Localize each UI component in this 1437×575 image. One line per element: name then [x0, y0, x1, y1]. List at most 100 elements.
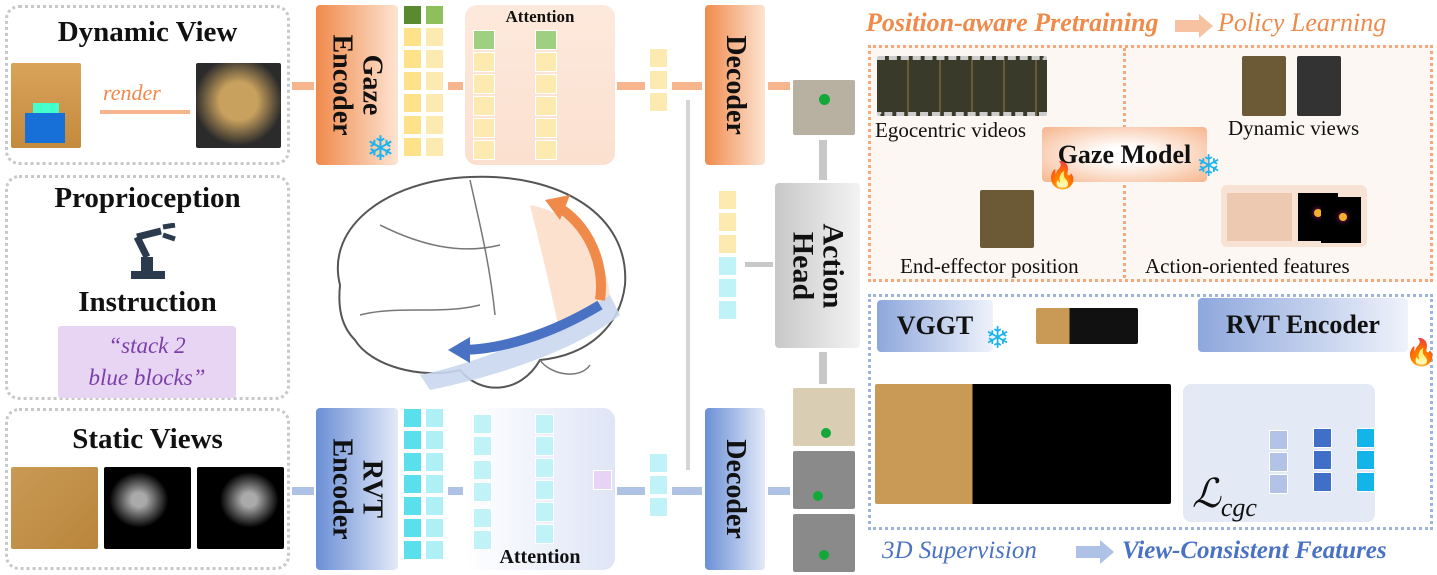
brain-illustration	[337, 175, 627, 390]
robot-arm-icon	[131, 223, 176, 279]
gaze-encoder-line1: Gaze	[357, 54, 389, 116]
gaze-output-image	[793, 80, 855, 135]
gaze-encoder-line2: Encoder	[327, 34, 359, 136]
rvt-feature-column-1	[403, 408, 422, 560]
dynamic-views-image-1	[1242, 56, 1286, 116]
footer-arrow-head	[1100, 540, 1114, 564]
instruction-text-box: “stack 2 blue blocks”	[58, 326, 236, 398]
snowflake-icon-gaze-model: ❄	[1196, 149, 1222, 184]
rvt-output-image-1	[793, 388, 855, 446]
static-views-panel: Static Views	[5, 408, 290, 570]
gaze-feature-column-1	[403, 5, 422, 157]
arrow-to-rvt-attention	[448, 487, 463, 495]
loss-feature-column-3	[1356, 428, 1375, 492]
loss-label: ℒcgc	[1192, 470, 1257, 523]
instruction-line-1: “stack 2	[108, 333, 186, 358]
arrow-to-decoder-top	[672, 82, 702, 90]
rvt-token-column	[649, 453, 668, 517]
instruction-title: Instruction	[78, 286, 217, 318]
loss-feature-column-2	[1313, 428, 1332, 492]
arrow-static-to-rvt	[292, 487, 314, 495]
footer-arrow	[1076, 546, 1100, 558]
attention-title-top: Attention	[505, 7, 575, 26]
policy-learning-header: Policy Learning	[1218, 8, 1387, 37]
end-effector-image	[980, 190, 1034, 248]
instruction-line-2: blue blocks”	[88, 365, 206, 390]
gaze-model-label: Gaze Model	[1057, 139, 1192, 169]
header-arrow-top-head	[1199, 14, 1213, 38]
egocentric-video-strip	[877, 56, 1047, 116]
static-view-image-3	[197, 467, 284, 549]
merge-line	[686, 100, 690, 470]
proprioception-instruction-panel: Proprioception Instruction “stack 2 blue…	[5, 175, 290, 400]
arrow-attention-out	[617, 82, 645, 90]
loss-feature-column-1	[1269, 430, 1288, 494]
decoder-bottom: Decoder	[705, 408, 765, 570]
dynamic-views-image-2	[1297, 56, 1341, 116]
action-head-line2: Head	[786, 231, 820, 300]
arrow-image-to-head	[819, 140, 827, 180]
rvt-attention-block: Attention	[465, 408, 615, 570]
point-correspondence-image	[875, 384, 1171, 504]
arrow-dynamic-to-gaze	[292, 82, 314, 90]
render-arrow	[100, 110, 190, 114]
gaze-attention-block: Attention	[465, 5, 615, 165]
arrow-fused-to-head	[745, 262, 773, 267]
action-features-image	[1221, 185, 1367, 247]
attention-title-bottom: Attention	[499, 546, 581, 568]
render-label: render	[103, 80, 161, 105]
rvt-output-image-3	[793, 514, 855, 572]
snowflake-icon-vggt: ❄	[985, 321, 1011, 356]
proprioception-title: Proprioception	[54, 182, 241, 214]
arrow-bottom-to-head	[819, 352, 827, 384]
supervision-footer-left: 3D Supervision	[882, 537, 1037, 564]
static-views-title: Static Views	[72, 423, 223, 455]
supervision-panel	[868, 294, 1433, 530]
end-effector-label: End-effector position	[900, 254, 1079, 278]
gaze-model: Gaze Model	[1042, 127, 1207, 182]
rvt-encoder-line2: Encoder	[327, 438, 359, 540]
fire-icon-rvt: 🔥	[1405, 338, 1437, 368]
rvt-output-image-2	[793, 451, 855, 509]
gaze-token-column	[649, 48, 668, 112]
header-arrow-top	[1175, 20, 1199, 32]
action-head-line1: Action	[816, 223, 850, 308]
gaze-feature-column-2	[425, 5, 444, 157]
vggt-model: VGGT	[877, 300, 993, 352]
decoder-bottom-label: Decoder	[720, 439, 752, 539]
loss-symbol: ℒ	[1192, 471, 1221, 516]
supervision-footer-right: View-Consistent Features	[1122, 537, 1387, 564]
dynamic-view-title: Dynamic View	[57, 16, 238, 48]
arrow-rvt-attention-out	[617, 487, 645, 495]
rvt-encoder-supervised-label: RVT Encoder	[1226, 310, 1380, 339]
dorsal-stream-arrow	[552, 200, 606, 301]
vggt-label: VGGT	[896, 311, 974, 340]
pretraining-header: Position-aware Pretraining	[866, 8, 1159, 37]
fire-icon: 🔥	[1046, 161, 1079, 191]
arrow-decoder-top-out	[768, 82, 790, 90]
decoder-top: Decoder	[705, 5, 765, 165]
loss-subscript: cgc	[1220, 493, 1257, 522]
simulation-render-image	[11, 63, 81, 148]
rvt-encoder-supervised: RVT Encoder	[1198, 298, 1408, 352]
rvt-encoder-line1: RVT	[357, 459, 389, 519]
static-view-image-2	[104, 467, 191, 549]
action-features-label: Action-oriented features	[1145, 254, 1350, 278]
decoder-top-label: Decoder	[720, 35, 752, 135]
ventral-stream-arrow	[459, 300, 603, 355]
arrow-to-decoder-bottom	[672, 487, 702, 495]
rvt-feature-column-2	[425, 408, 444, 560]
input-views-strip	[1036, 308, 1138, 344]
fused-token-column	[718, 190, 737, 320]
arrow-decoder-bottom-out	[768, 487, 790, 495]
arrow-to-attention	[448, 82, 463, 90]
static-view-image-1	[11, 467, 98, 549]
dynamic-view-image	[196, 63, 281, 148]
snowflake-icon: ❄	[366, 129, 395, 169]
egocentric-videos-label: Egocentric videos	[875, 118, 1027, 142]
dynamic-views-label: Dynamic views	[1228, 116, 1360, 140]
dynamic-view-panel: Dynamic View render	[5, 5, 290, 165]
